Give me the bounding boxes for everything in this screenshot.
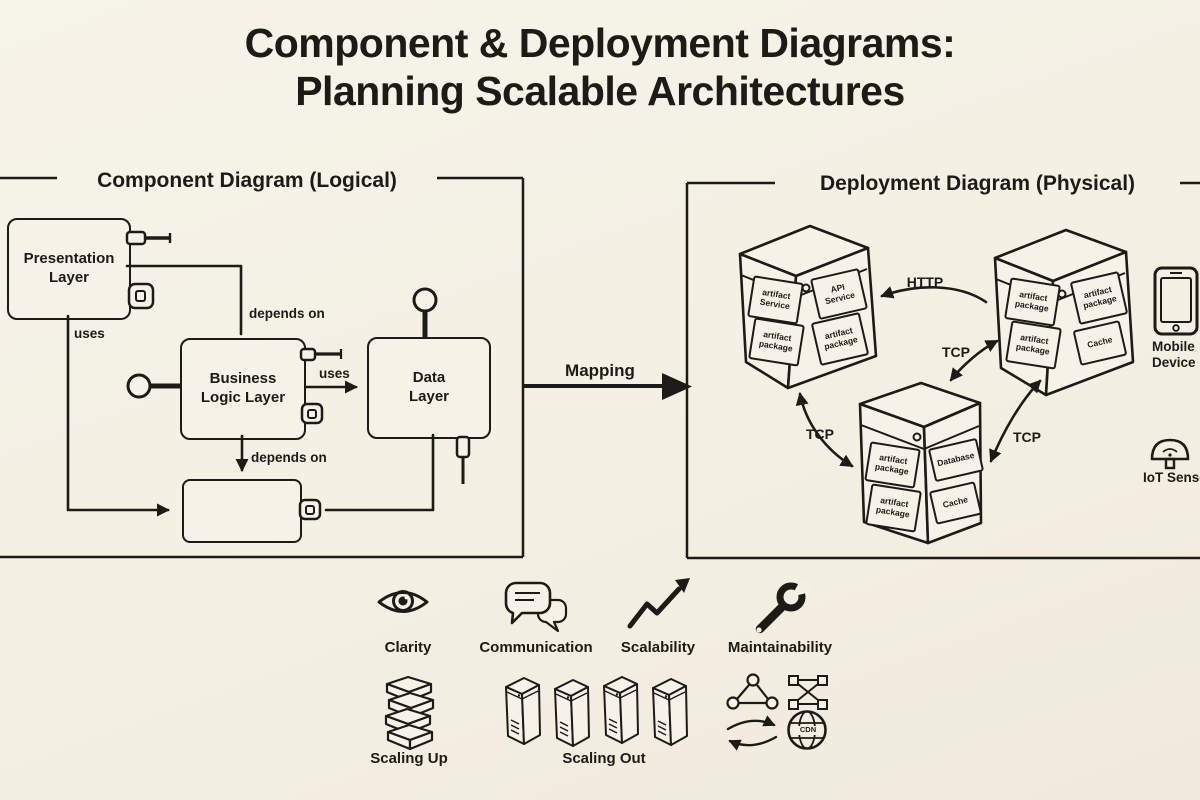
page-title: Component & Deployment Diagrams: Plannin… (244, 20, 956, 114)
mobile-device-icon (1153, 266, 1199, 336)
artifact-package: artifact package (1004, 277, 1061, 327)
physical-panel-header: Deployment Diagram (Physical) (819, 172, 1136, 195)
tcp-label-left: TCP (806, 426, 834, 442)
component-port-icon (125, 230, 471, 521)
chat-bubbles-icon (504, 581, 568, 633)
http-label: HTTP (906, 274, 944, 290)
swap-arrows-icon (726, 715, 778, 751)
artifact-package: artifact package (864, 441, 921, 489)
mapping-label: Mapping (565, 361, 635, 380)
server-tower-icon (505, 676, 688, 747)
scaling-out-label: Scaling Out (562, 750, 646, 767)
iot-sensor-icon (1150, 438, 1190, 470)
artifact-package: artifact package (865, 483, 922, 533)
maintainability-label: Maintainability (727, 639, 833, 656)
artifact-package: artifact package (1005, 320, 1062, 370)
presentation-layer-box: Presentation Layer (7, 218, 131, 320)
wrench-icon (755, 579, 814, 634)
mapping-arrow (523, 373, 692, 400)
communication-label: Communication (479, 639, 593, 656)
unnamed-component-box (182, 479, 302, 543)
business-logic-layer-box: Business Logic Layer (180, 338, 306, 440)
iot-sensor-label: IoT Sensor (1143, 470, 1200, 485)
trend-up-icon (627, 578, 690, 629)
mesh-grid-icon (788, 675, 828, 710)
scalability-label: Scalability (620, 639, 696, 656)
mobile-device-label: Mobile Device (1152, 339, 1196, 370)
lollipop-interface-icon (126, 287, 438, 399)
logical-panel-header: Component Diagram (Logical) (97, 169, 397, 192)
scaling-up-label: Scaling Up (370, 750, 448, 767)
data-layer-box: Data Layer (367, 337, 491, 439)
uses-label-mid: uses (319, 366, 350, 381)
network-triangle-icon (726, 673, 779, 710)
deployment-connectors (795, 286, 1042, 468)
artifact-package: artifact package (748, 317, 805, 367)
uses-label-left: uses (74, 326, 105, 341)
clarity-label: Clarity (384, 639, 432, 656)
physical-panel-frame (685, 181, 1200, 560)
stacked-layers-icon (384, 675, 435, 751)
logical-panel-frame (0, 176, 525, 559)
cdn-label: CDN (794, 725, 822, 735)
depends-on-label-bottom: depends on (251, 450, 327, 465)
depends-on-label-top: depends on (249, 306, 325, 321)
tcp-label-mid: TCP (942, 344, 970, 360)
component-connectors (66, 264, 435, 517)
tcp-label-right: TCP (1013, 429, 1041, 445)
eye-icon (377, 590, 429, 613)
